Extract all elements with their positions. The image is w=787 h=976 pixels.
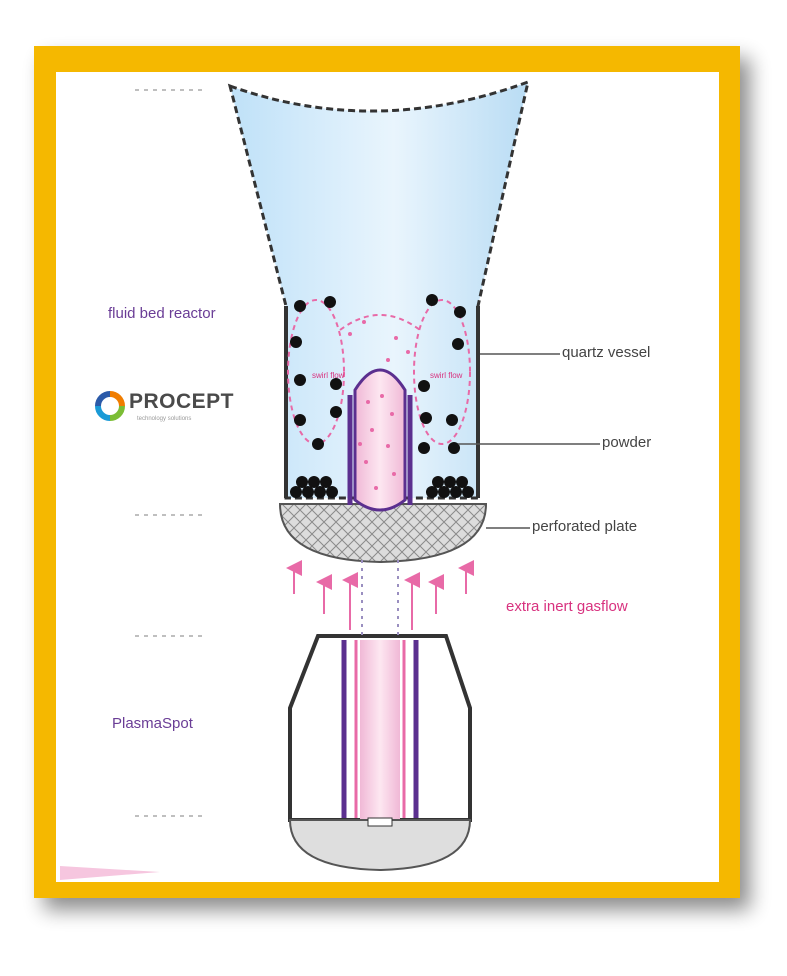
torch-nozzle bbox=[367, 817, 393, 827]
powder-bed bbox=[290, 476, 474, 498]
torch-base bbox=[288, 819, 472, 872]
quartz-vessel bbox=[227, 79, 531, 500]
label-powder: powder bbox=[602, 434, 652, 451]
plasma-particles bbox=[348, 320, 410, 490]
label-quartz-vessel: quartz vessel bbox=[562, 344, 651, 361]
label-fluid-bed-reactor: fluid bed reactor bbox=[108, 305, 216, 322]
guide-marks bbox=[135, 89, 205, 817]
pink-accent bbox=[60, 866, 160, 880]
label-plasmaspot: PlasmaSpot bbox=[112, 715, 193, 732]
perforated-plate bbox=[278, 503, 488, 564]
swirl-label-right: swirl flow bbox=[430, 371, 463, 380]
brand-block: PROCEPT technology solutions bbox=[93, 390, 235, 422]
label-gas-flow: extra inert gasflow bbox=[506, 598, 628, 615]
procept-ring-logo-icon bbox=[95, 391, 125, 421]
brand-name: PROCEPT bbox=[129, 390, 235, 413]
powder-particles bbox=[290, 294, 466, 454]
swirl-label-left: swirl flow bbox=[312, 371, 345, 380]
inner-flow-dashes bbox=[361, 560, 399, 640]
brand-tagline: technology solutions bbox=[137, 416, 192, 422]
label-perforated-plate: perforated plate bbox=[532, 518, 638, 535]
torch-plasma-core bbox=[360, 640, 400, 820]
leader-lines bbox=[458, 353, 600, 529]
gas-flow-arrows bbox=[286, 560, 474, 630]
plasma-jet bbox=[353, 368, 407, 512]
